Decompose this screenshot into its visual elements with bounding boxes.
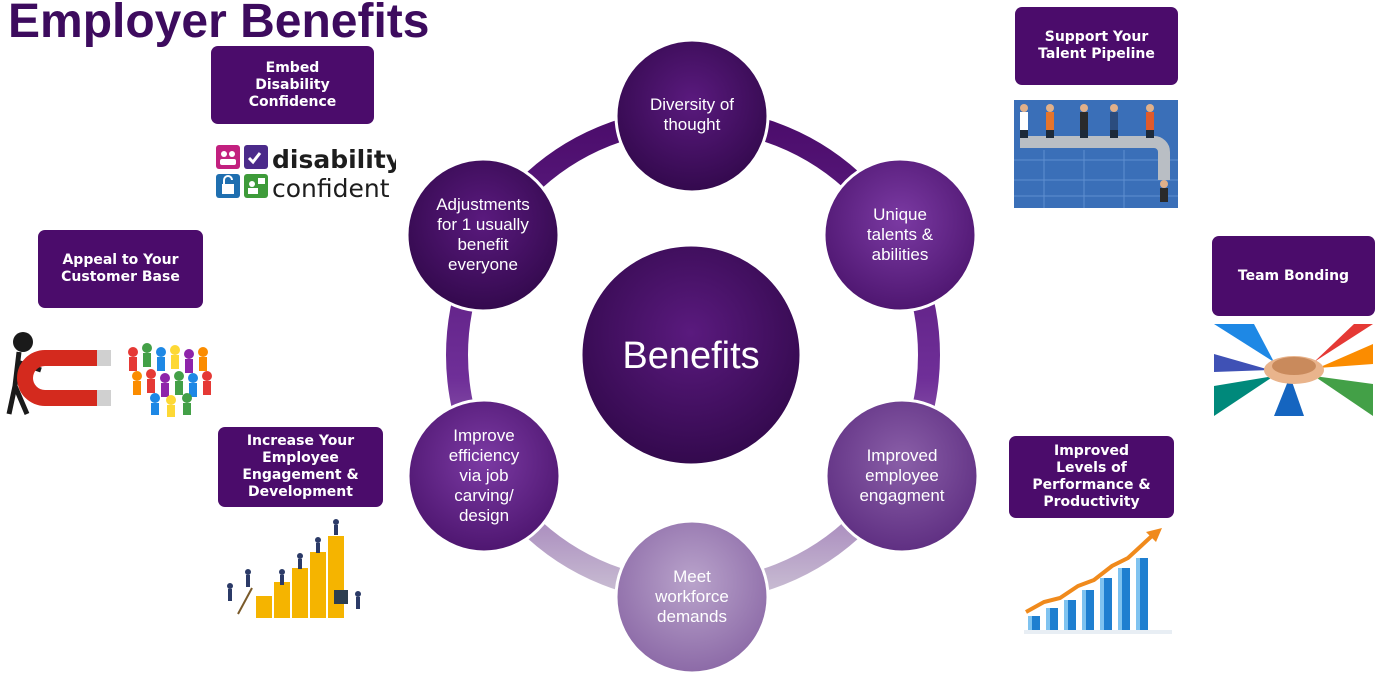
circle-line: workforce: [654, 587, 729, 606]
growth-chart-image: [1024, 528, 1172, 634]
disability-confident-logo: disability confident: [214, 140, 402, 204]
circle-line: Improve: [453, 426, 514, 445]
center-label: Benefits: [622, 335, 759, 377]
circle-line: carving/: [454, 486, 514, 505]
logo-word-2: confident: [272, 174, 390, 203]
circle-line: efficiency: [449, 446, 520, 465]
circle-line: Adjustments: [436, 195, 530, 214]
circle-line: for 1 usually: [437, 215, 529, 234]
improved-performance-box: Improved Levels of Performance & Product…: [1009, 436, 1174, 518]
appeal-customer-box: Appeal to Your Customer Base: [38, 230, 203, 308]
circle-line: Improved: [867, 446, 938, 465]
circle-line: thought: [664, 115, 721, 134]
support-talent-box: Support Your Talent Pipeline: [1015, 7, 1178, 85]
pipe-icon: [1020, 136, 1170, 180]
team-hands-image: [1214, 324, 1373, 416]
talent-pipeline-image: [1014, 100, 1178, 208]
page-title: Employer Benefits: [8, 0, 430, 48]
people-icon: [216, 145, 240, 169]
circle-line: via job: [459, 466, 508, 485]
circle-line: benefit: [457, 235, 508, 254]
embed-disability-box: Embed Disability Confidence: [211, 46, 374, 124]
circle-line: talents &: [867, 225, 934, 244]
circle-line: abilities: [872, 245, 929, 264]
circle-line: employee: [865, 466, 939, 485]
circle-line: Meet: [673, 567, 711, 586]
team-bonding-box: Team Bonding: [1212, 236, 1375, 316]
chat-person-icon: [244, 174, 268, 198]
circle-line: Diversity of: [650, 95, 734, 114]
increase-engagement-box: Increase Your Employee Engagement & Deve…: [218, 427, 383, 507]
magnet-crowd-image: [5, 328, 217, 418]
center-circle: [579, 243, 803, 467]
circle-line: everyone: [448, 255, 518, 274]
trend-arrow-icon: [1025, 532, 1156, 614]
climbing-people-image: [218, 514, 378, 622]
logo-word-1: disability: [272, 145, 396, 174]
circle-line: engagment: [859, 486, 944, 505]
circle-line: design: [459, 506, 509, 525]
circle-line: Unique: [873, 205, 927, 224]
magnet-icon: [17, 350, 105, 406]
circle-line: demands: [657, 607, 727, 626]
